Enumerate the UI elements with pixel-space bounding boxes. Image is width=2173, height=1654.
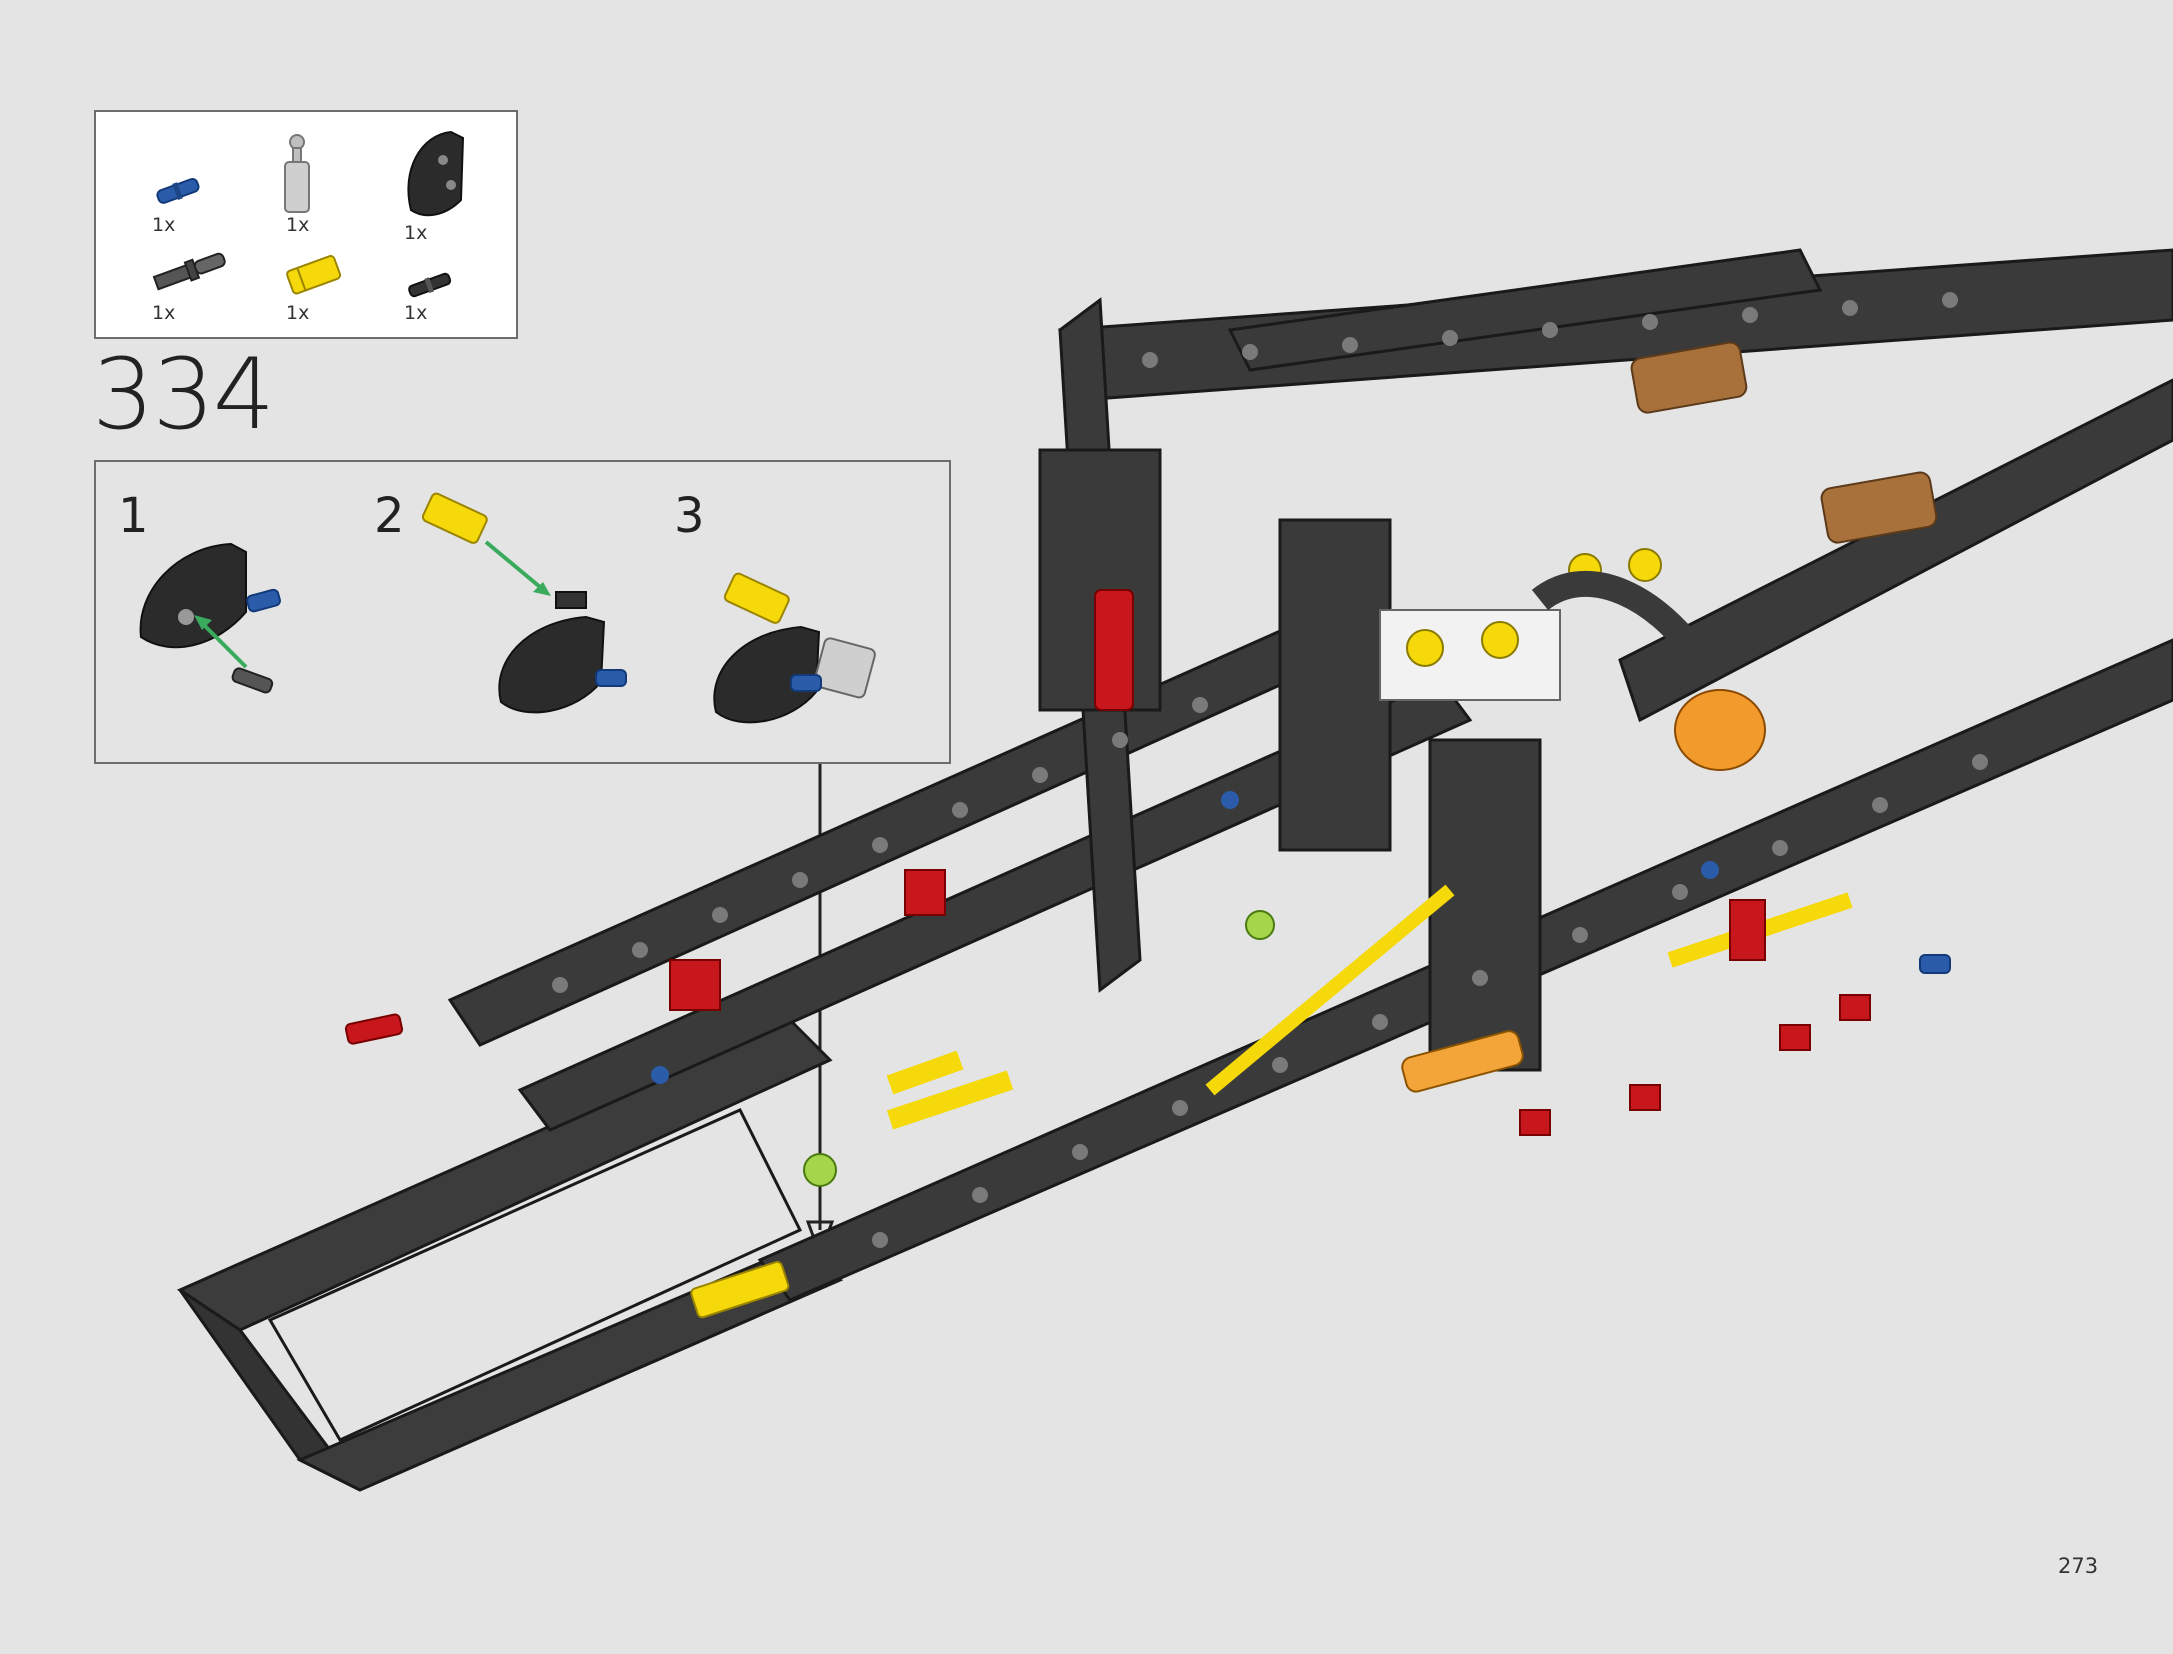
substep-number: 1 <box>118 488 149 544</box>
part-qty: 1x <box>286 302 310 324</box>
black-curved-panel-icon <box>407 130 465 217</box>
colored-pieces <box>344 589 1951 1319</box>
part-qty: 1x <box>152 214 176 236</box>
blue-pin-icon <box>156 178 200 204</box>
parts-list-box: 1x 1x 1x 1x 1x 1x <box>94 110 518 339</box>
step-number: 334 <box>92 338 275 452</box>
dark-gray-axle-pin-icon <box>152 252 226 291</box>
part-qty: 1x <box>404 222 428 244</box>
part-qty: 1x <box>152 302 176 324</box>
substep-number: 3 <box>674 488 705 544</box>
substep-1-illustration <box>139 542 281 694</box>
substep-2-illustration <box>421 492 627 714</box>
parts-illustrations <box>152 130 465 298</box>
part-qty: 1x <box>404 302 428 324</box>
part-qty: 1x <box>286 214 310 236</box>
substep-illustrations <box>139 492 876 724</box>
yellow-axle-connector-icon <box>286 255 342 295</box>
substep-number: 2 <box>374 488 405 544</box>
subassembly-box: 1 2 3 <box>94 460 951 764</box>
black-pin-icon <box>408 272 452 298</box>
gray-ball-joint-icon <box>284 134 310 213</box>
substep-3-illustration <box>713 572 876 724</box>
engine-block <box>1379 341 1938 771</box>
chassis-frame <box>176 248 2173 1492</box>
page-number: 273 <box>2058 1554 2099 1578</box>
